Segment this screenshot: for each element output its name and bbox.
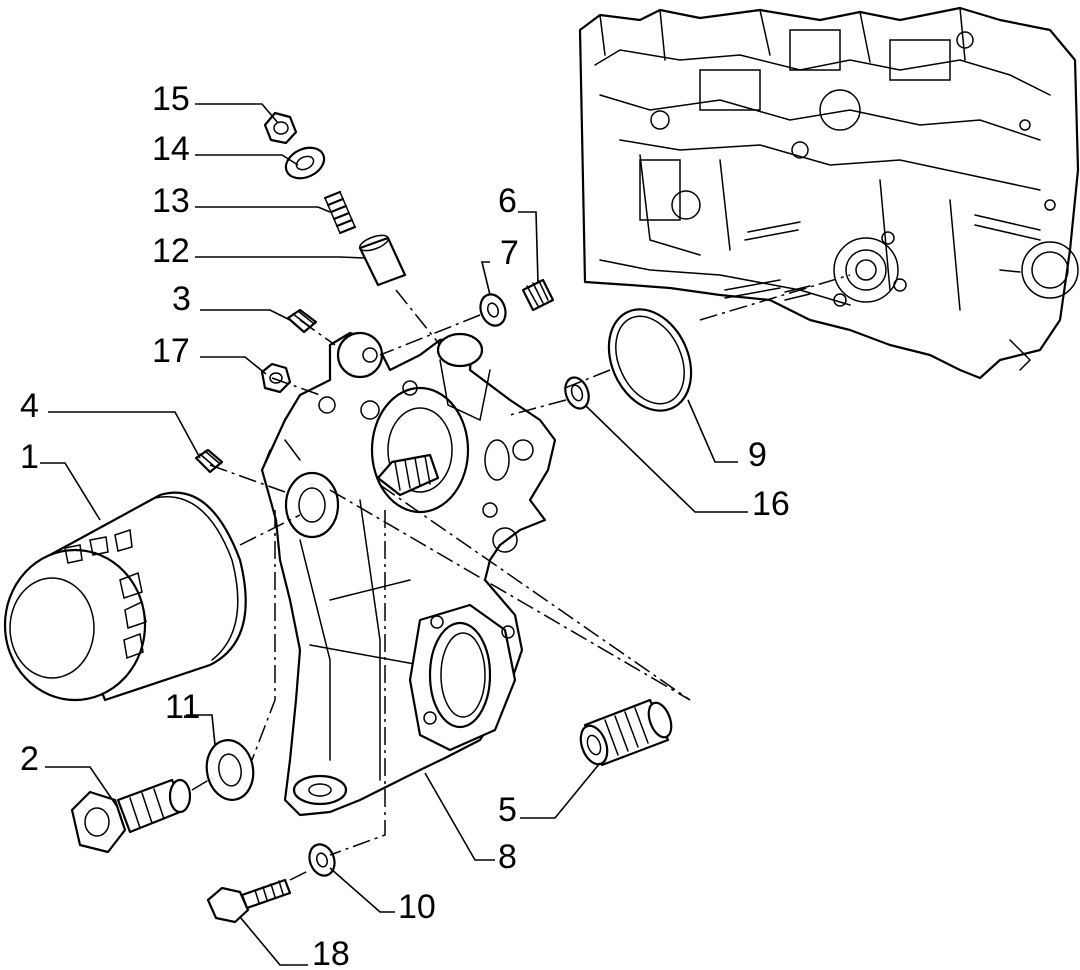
part-2-union <box>70 778 192 854</box>
callout-11: 11 <box>165 688 200 726</box>
oil-filter <box>3 491 247 702</box>
gasket-ring <box>607 308 693 412</box>
engine-block <box>578 6 1080 380</box>
part-18-bolt <box>206 878 292 924</box>
callout-1: 1 <box>20 438 39 476</box>
assembly-axes <box>191 274 851 881</box>
callout-6: 6 <box>498 182 517 220</box>
callout-13: 13 <box>152 182 190 220</box>
callout-2: 2 <box>20 740 39 778</box>
part-5-adapter <box>579 698 673 767</box>
part-13-spring <box>323 190 357 235</box>
callout-16: 16 <box>752 485 790 523</box>
callout-3: 3 <box>172 280 191 318</box>
callout-labels: 15 14 13 12 3 17 4 1 6 7 9 16 11 2 5 8 1… <box>20 80 790 970</box>
part-16-seal <box>564 376 590 410</box>
part-15-nut <box>263 111 298 145</box>
callout-14: 14 <box>152 130 190 168</box>
callout-18: 18 <box>312 935 350 970</box>
part-17-nut <box>260 362 292 394</box>
part-11-washer <box>205 739 255 801</box>
part-7-washer <box>479 293 507 327</box>
part-6-plug <box>521 278 555 312</box>
leader-lines <box>40 103 748 966</box>
callout-17: 17 <box>152 332 190 370</box>
part-10-washer <box>308 843 336 877</box>
pump-bracket <box>260 331 557 817</box>
callout-9: 9 <box>748 436 767 474</box>
callout-15: 15 <box>152 80 190 118</box>
callout-7: 7 <box>500 234 519 272</box>
callout-10: 10 <box>398 888 436 926</box>
callout-12: 12 <box>152 232 190 270</box>
callout-4: 4 <box>20 387 39 425</box>
callout-5: 5 <box>498 791 517 829</box>
part-12-plunger <box>358 234 407 287</box>
part-14-washer <box>284 146 326 180</box>
callout-8: 8 <box>498 838 517 876</box>
